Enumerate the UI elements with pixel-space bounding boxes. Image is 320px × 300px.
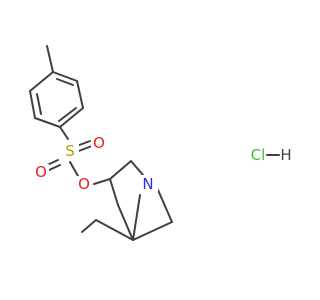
ring-bond-5: [29, 90, 36, 119]
cage-bond-6: [95, 219, 134, 241]
cage-bond-5: [132, 194, 141, 241]
ring-double-inner-1: [56, 78, 74, 86]
ring-bond-6: [29, 71, 54, 92]
ring-bond-4: [34, 117, 61, 128]
ring-to-sulfur-bond: [59, 126, 69, 140]
oxygen-ester-label: O: [78, 175, 90, 193]
ring-bond-2: [76, 80, 84, 109]
sulfur-to-ester-oxygen-bond: [69, 161, 79, 177]
sulfur-label: S: [65, 142, 75, 160]
cage-bond-8: [132, 221, 173, 241]
cage-bond-9: [157, 189, 173, 223]
chemical-structure-diagram: S O O O N Cl H: [29, 45, 292, 241]
cage-bond-2: [130, 160, 144, 176]
methyl-bond: [46, 45, 54, 73]
ring-double-inner-2: [58, 107, 77, 122]
cage-bond-1: [109, 160, 132, 180]
chlorine-label: Cl: [251, 146, 266, 164]
hydrogen-label: H: [280, 146, 291, 164]
toluene-group: [29, 45, 84, 128]
ring-double-inner-3: [36, 93, 42, 115]
ring-bond-3: [59, 107, 84, 128]
cage-bond-3: [109, 178, 119, 206]
atom-labels: S O O O N Cl H: [33, 134, 292, 193]
oxygen-upper-label: O: [93, 134, 105, 152]
nitrogen-label: N: [142, 175, 153, 193]
cage-bond-7: [81, 219, 97, 233]
sulfur-oxygen-double-lower-b: [46, 164, 61, 172]
ester-oxygen-to-carbon-bond: [93, 178, 111, 185]
ring-bond-1: [52, 71, 78, 82]
cage-bond-4: [117, 204, 134, 241]
oxygen-lower-label: O: [35, 163, 47, 181]
quinuclidine-group: [81, 160, 173, 241]
